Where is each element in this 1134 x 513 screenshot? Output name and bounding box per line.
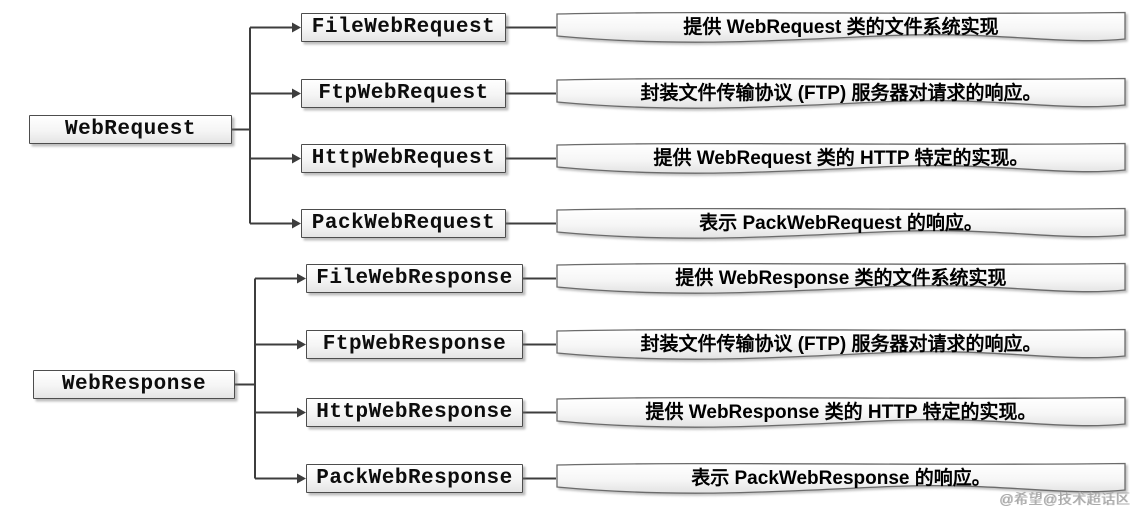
banner-text: 表示 PackWebRequest 的响应。 — [699, 213, 983, 234]
node-packwebrequest: PackWebRequest — [301, 209, 506, 238]
request-connectors — [232, 22, 556, 229]
node-filewebrequest: FileWebRequest — [301, 13, 506, 42]
arrowhead-icon — [292, 88, 301, 99]
wave-shape — [556, 207, 1126, 239]
node-ftpwebresponse: FtpWebResponse — [306, 330, 523, 359]
banner-text: 提供 WebResponse 类的 HTTP 特定的实现。 — [645, 402, 1037, 423]
banner-httpwebresponse-desc: 提供 WebResponse 类的 HTTP 特定的实现。 — [556, 392, 1126, 432]
banner-filewebrequest-desc: 提供 WebRequest 类的文件系统实现 — [556, 7, 1126, 47]
banner-httpwebrequest-desc: 提供 WebRequest 类的 HTTP 特定的实现。 — [556, 138, 1126, 178]
wave-shape — [556, 328, 1126, 360]
node-filewebresponse: FileWebResponse — [306, 264, 523, 293]
node-webrequest: WebRequest — [29, 115, 232, 144]
wave-shape — [556, 142, 1126, 174]
banner-text: 封装文件传输协议 (FTP) 服务器对请求的响应。 — [640, 334, 1042, 355]
response-connectors — [235, 273, 556, 484]
banner-ftpwebresponse-desc: 封装文件传输协议 (FTP) 服务器对请求的响应。 — [556, 324, 1126, 364]
node-httpwebrequest: HttpWebRequest — [301, 144, 506, 173]
arrowhead-icon — [292, 153, 301, 164]
arrowhead-icon — [292, 22, 301, 33]
node-packwebresponse: PackWebResponse — [306, 464, 523, 493]
watermark: @希望@技术超话区 — [999, 491, 1130, 507]
arrowhead-icon — [292, 218, 301, 229]
node-httpwebresponse: HttpWebResponse — [306, 398, 523, 427]
banner-packwebrequest-desc: 表示 PackWebRequest 的响应。 — [556, 203, 1126, 243]
banner-text: 提供 WebRequest 类的文件系统实现 — [683, 17, 999, 38]
banner-packwebresponse-desc: 表示 PackWebResponse 的响应。 — [556, 458, 1126, 498]
arrowhead-icon — [297, 407, 306, 418]
banner-filewebresponse-desc: 提供 WebResponse 类的文件系统实现 — [556, 258, 1126, 298]
node-ftpwebrequest: FtpWebRequest — [301, 79, 506, 108]
wave-shape — [556, 396, 1126, 428]
arrowhead-icon — [297, 273, 306, 284]
wave-shape — [556, 462, 1126, 494]
banner-text: 表示 PackWebResponse 的响应。 — [691, 468, 991, 489]
banner-ftpwebrequest-desc: 封装文件传输协议 (FTP) 服务器对请求的响应。 — [556, 73, 1126, 113]
wave-shape — [556, 11, 1126, 43]
arrowhead-icon — [297, 473, 306, 484]
wave-shape — [556, 262, 1126, 294]
banner-text: 封装文件传输协议 (FTP) 服务器对请求的响应。 — [640, 83, 1042, 104]
arrowhead-icon — [297, 339, 306, 350]
node-webresponse: WebResponse — [33, 370, 235, 399]
banner-text: 提供 WebRequest 类的 HTTP 特定的实现。 — [653, 148, 1029, 169]
banner-text: 提供 WebResponse 类的文件系统实现 — [675, 268, 1007, 289]
wave-shape — [556, 77, 1126, 109]
